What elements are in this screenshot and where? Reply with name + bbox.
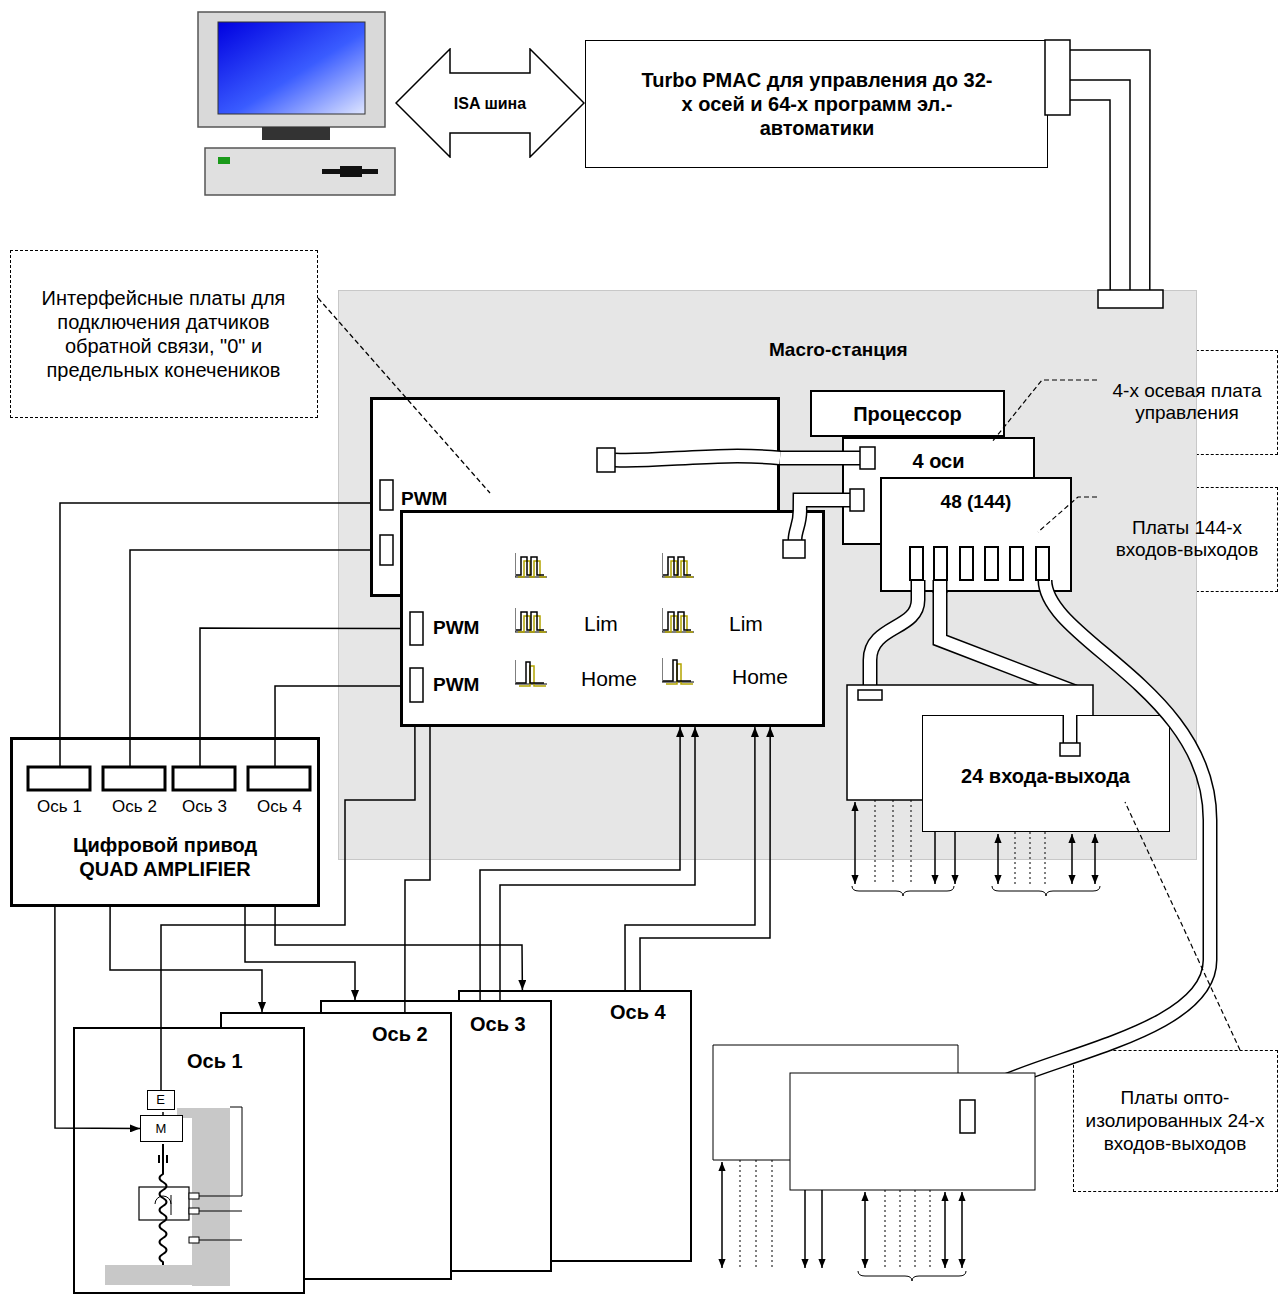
text-slot: Платы 144-х входов-выходов (1104, 517, 1270, 563)
connector (1048, 50, 1150, 290)
connector-line (1048, 100, 1110, 290)
text-slot: 4-х осевая плата управления (1104, 380, 1270, 426)
io-board: 48 (144) (880, 477, 1072, 592)
label-text: Цифровой привод QUAD AMPLIFIER (55, 833, 275, 881)
label-text: Интерфейсные платы для подключения датчи… (17, 286, 310, 382)
callout-box: Платы опто-изолированных 24-х входов-вых… (1073, 1050, 1278, 1192)
text-slot: Ось 2 (97, 797, 172, 817)
axis-panel: Ось 1 EM (73, 1027, 305, 1294)
connector-line (275, 907, 522, 990)
connector-line (110, 907, 262, 1012)
label-text: 4 оси (844, 449, 1033, 473)
label-text: 4-х осевая плата управления (1104, 380, 1270, 426)
label-text: Macro-станция (769, 339, 989, 362)
connector-line (1048, 80, 1130, 290)
computer-icon (198, 12, 395, 195)
label-text: PWM (433, 674, 503, 697)
label-text: Home (581, 666, 653, 691)
connector (245, 907, 355, 1000)
label-text: Платы опто-изолированных 24-х входов-вых… (1080, 1087, 1270, 1155)
encoder-box: E (147, 1090, 175, 1110)
text-slot: Ось 1 (187, 1049, 259, 1073)
text-slot: Turbo PMAC для управления до 32-х осей и… (637, 68, 997, 140)
text-slot: 24 входа-выхода (923, 764, 1168, 788)
label-text: M (141, 1121, 181, 1137)
label-text: Turbo PMAC для управления до 32-х осей и… (637, 68, 997, 140)
label-text: Ось 4 (242, 797, 317, 817)
label-text: Платы 144-х входов-выходов (1104, 517, 1270, 563)
label-text: ISA шина (395, 94, 585, 113)
motor-box: M (140, 1115, 183, 1142)
text-slot: Lim (729, 611, 789, 636)
text-slot: M (141, 1121, 181, 1137)
connector-line (245, 907, 355, 1000)
text-slot: Ось 2 (372, 1022, 444, 1046)
bus-arrow: ISA шина (395, 48, 585, 158)
text-slot: PWM (401, 488, 471, 511)
text-slot: Ось 4 (242, 797, 317, 817)
processor-board: Процессор (810, 390, 1005, 437)
label-text: Lim (584, 611, 644, 636)
label-text: Процессор (812, 402, 1003, 426)
amplifier-box: Ось 1Ось 2Ось 3Ось 4 Цифровой привод QUAD… (10, 737, 320, 907)
label-text: Ось 1 (22, 797, 97, 817)
text-slot: Home (732, 664, 804, 689)
label-text: Ось 3 (470, 1012, 542, 1036)
interface-board: PWM PWM Lim LimHome Home (400, 510, 825, 727)
text-slot: Ось 3 (167, 797, 242, 817)
connector (110, 907, 262, 1012)
label-text: Ось 2 (372, 1022, 444, 1046)
label-text: Ось 2 (97, 797, 172, 817)
connector-line (1048, 50, 1150, 290)
controller-box: Turbo PMAC для управления до 32-х осей и… (585, 40, 1048, 168)
text-slot: E (148, 1092, 173, 1108)
text-slot: Lim (584, 611, 644, 636)
label-text: Ось 3 (167, 797, 242, 817)
text-slot: 4 оси (844, 449, 1033, 473)
text-slot: Цифровой привод QUAD AMPLIFIER (55, 833, 275, 881)
label-text: 24 входа-выхода (923, 764, 1168, 788)
text-slot: Ось 3 (470, 1012, 542, 1036)
text-slot: Интерфейсные платы для подключения датчи… (17, 286, 310, 382)
label-text: PWM (401, 488, 471, 511)
text-slot: PWM (433, 617, 503, 640)
opto-boards (713, 1045, 1035, 1281)
label-text: PWM (433, 617, 503, 640)
callout-box: Интерфейсные платы для подключения датчи… (10, 250, 318, 418)
cable-connectors (1045, 40, 1163, 308)
double-arrow-outline (396, 49, 584, 157)
label-text: Ось 4 (610, 1000, 682, 1024)
label-text: 48 (144) (882, 491, 1070, 514)
text-slot: Macro-станция (769, 339, 989, 362)
connector (60, 503, 370, 737)
label-text: Lim (729, 611, 789, 636)
text-slot: 48 (144) (882, 491, 1070, 514)
text-slot: Платы опто-изолированных 24-х входов-вых… (1080, 1087, 1270, 1155)
connector (130, 550, 370, 737)
text-slot: PWM (433, 674, 503, 697)
connector-line (60, 503, 370, 737)
text-slot: Процессор (812, 402, 1003, 426)
connector-line (130, 550, 370, 737)
text-slot: ISA шина (395, 94, 585, 113)
connector (275, 907, 522, 990)
text-slot: Ось 4 (610, 1000, 682, 1024)
text-slot: Ось 1 (22, 797, 97, 817)
label-text: E (148, 1092, 173, 1108)
label-text: Ось 1 (187, 1049, 259, 1073)
label-text: Home (732, 664, 804, 689)
station-region: Macro-станцияPWM PWM PWM Lim LimHome Home Проц… (338, 290, 1197, 860)
text-slot: Home (581, 666, 653, 691)
io-board: 24 входа-выхода (922, 715, 1170, 832)
